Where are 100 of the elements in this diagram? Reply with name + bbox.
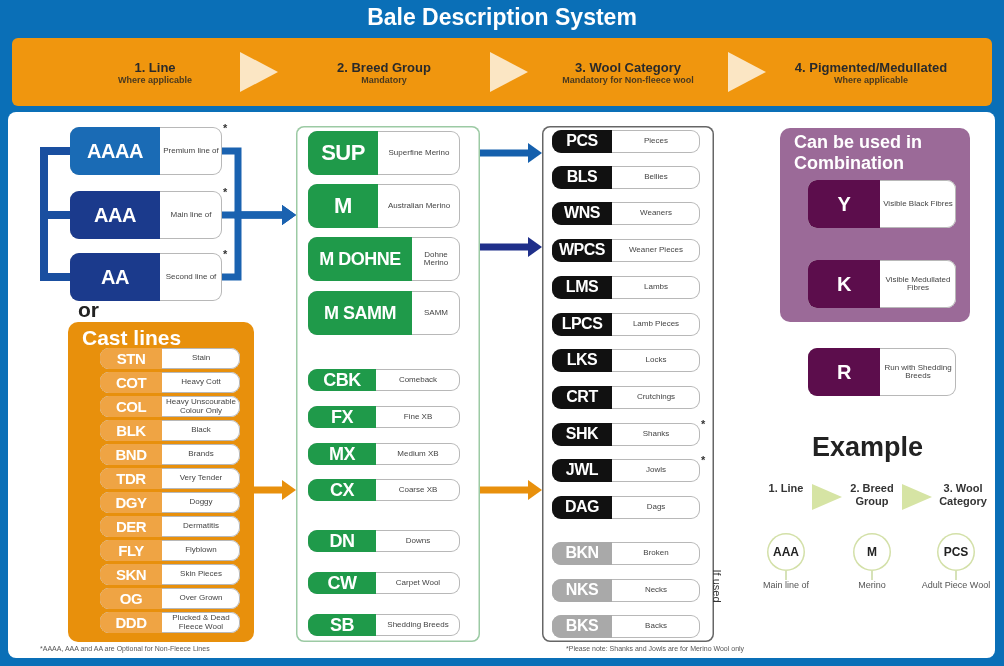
code-pill bbox=[308, 131, 460, 175]
chevron-arrow bbox=[489, 52, 529, 92]
step-subtitle: Mandatory for Non-fleece wool bbox=[562, 74, 694, 85]
code-description: Run with Shedding Breeds bbox=[883, 361, 953, 382]
code-description: Backs bbox=[644, 619, 668, 632]
code-description: Weaner Pieces bbox=[627, 243, 685, 256]
code-label: R bbox=[808, 348, 880, 396]
code-pill bbox=[308, 479, 460, 501]
code-label: LMS bbox=[552, 275, 612, 299]
code-description: Main line of bbox=[169, 208, 213, 221]
code-pill bbox=[552, 385, 700, 409]
footnote-mark: * bbox=[223, 248, 229, 261]
code-description: Crutchings bbox=[635, 390, 677, 403]
code-label: DAG bbox=[552, 495, 612, 519]
code-label: COL bbox=[100, 396, 162, 417]
step-label: 3. Wool Category bbox=[938, 482, 988, 508]
code-label: BLS bbox=[552, 165, 612, 189]
step-subtitle: Mandatory bbox=[361, 74, 407, 85]
code-description: Plucked & Dead Fleece Wool bbox=[171, 612, 231, 633]
code-description: Black bbox=[190, 424, 212, 437]
code-description: Lamb Pieces bbox=[631, 317, 681, 330]
code-label: DDD bbox=[100, 612, 162, 633]
code-label: DER bbox=[100, 516, 162, 537]
code-description: Shedding Breeds bbox=[386, 618, 450, 631]
code-label: AA bbox=[70, 253, 160, 301]
code-pill bbox=[100, 348, 240, 369]
code-label: SB bbox=[308, 614, 376, 636]
code-pill bbox=[552, 275, 700, 299]
code-pill bbox=[308, 443, 460, 465]
group-title: Can be used in Combination bbox=[794, 132, 924, 174]
code-description: Visible Black Fibres bbox=[882, 197, 954, 210]
bracket-note: If used bbox=[710, 569, 723, 603]
code-label: M bbox=[308, 184, 378, 228]
code-description: Dermatitis bbox=[182, 520, 220, 533]
step-subtitle: Where applicable bbox=[834, 74, 908, 85]
code-description: Doggy bbox=[188, 496, 214, 509]
code-pill bbox=[308, 237, 460, 281]
code-description: Lambs bbox=[643, 280, 669, 293]
code-label: TDR bbox=[100, 468, 162, 489]
code-description: Heavy Cott bbox=[180, 376, 222, 389]
code-pill bbox=[308, 184, 460, 228]
chevron-arrow bbox=[901, 484, 933, 510]
code-description: Comeback bbox=[397, 373, 439, 386]
code-description: Premium line of bbox=[162, 144, 220, 157]
code-pill bbox=[70, 253, 222, 301]
code-pill bbox=[552, 201, 700, 225]
example-caption: Adult Piece Wool bbox=[920, 581, 992, 591]
step-label: 2. Breed Group bbox=[849, 482, 895, 508]
code-description: Medium XB bbox=[396, 447, 440, 460]
code-description: Locks bbox=[644, 353, 668, 366]
arrow bbox=[222, 205, 296, 281]
code-description: Superfine Merino bbox=[387, 146, 451, 159]
code-pill bbox=[552, 129, 700, 153]
code-description: Skin Pieces bbox=[179, 568, 223, 581]
code-pill bbox=[308, 614, 460, 636]
group-panel bbox=[68, 322, 254, 642]
code-description: Over Grown bbox=[178, 592, 224, 605]
code-description: Flyblown bbox=[184, 544, 218, 557]
footnote-mark: * bbox=[701, 453, 707, 466]
code-label: BKN bbox=[552, 541, 612, 565]
code-pill bbox=[552, 165, 700, 189]
code-label: M DOHNE bbox=[308, 237, 412, 281]
code-label: PCS bbox=[552, 129, 612, 153]
code-label: CW bbox=[308, 572, 376, 594]
step-title: 4. Pigmented/Medullated bbox=[794, 59, 948, 75]
code-pill bbox=[308, 406, 460, 428]
code-pill bbox=[308, 291, 460, 335]
code-description: Very Tender bbox=[178, 472, 224, 485]
code-label: BLK bbox=[100, 420, 162, 441]
code-label: AAA bbox=[70, 191, 160, 239]
code-description: Downs bbox=[404, 534, 432, 547]
code-description: Bellies bbox=[643, 170, 669, 183]
code-description: Australian Merino bbox=[386, 199, 452, 212]
code-pill bbox=[70, 127, 222, 175]
code-label: K bbox=[808, 260, 880, 308]
code-label: AAAA bbox=[70, 127, 160, 175]
footnote-mark: * bbox=[701, 417, 707, 430]
code-label: CBK bbox=[308, 369, 376, 391]
code-label: SUP bbox=[308, 131, 378, 175]
step-subtitle: Where applicable bbox=[118, 74, 192, 85]
code-description: Visible Medullated Fibres bbox=[884, 273, 952, 294]
group-title: Cast lines bbox=[82, 326, 183, 351]
code-label: LPCS bbox=[552, 312, 612, 336]
code-label: M SAMM bbox=[308, 291, 412, 335]
code-label: DN bbox=[308, 530, 376, 552]
code-pill bbox=[100, 468, 240, 489]
code-pill bbox=[70, 191, 222, 239]
code-description: SAMM bbox=[423, 306, 449, 319]
chevron-arrow bbox=[811, 484, 843, 510]
code-description: Heavy Unscourable Colour Only bbox=[165, 396, 237, 417]
code-label: OG bbox=[100, 588, 162, 609]
code-pill bbox=[100, 564, 240, 585]
code-pill bbox=[552, 578, 700, 602]
code-label: CX bbox=[308, 479, 376, 501]
step-label: 1. Line bbox=[768, 482, 804, 495]
code-description: Fine XB bbox=[402, 410, 434, 423]
code-pill bbox=[808, 260, 956, 308]
diagram-title: Bale Description System bbox=[366, 4, 638, 31]
step-title: 1. Line bbox=[134, 59, 176, 75]
code-pill bbox=[100, 372, 240, 393]
